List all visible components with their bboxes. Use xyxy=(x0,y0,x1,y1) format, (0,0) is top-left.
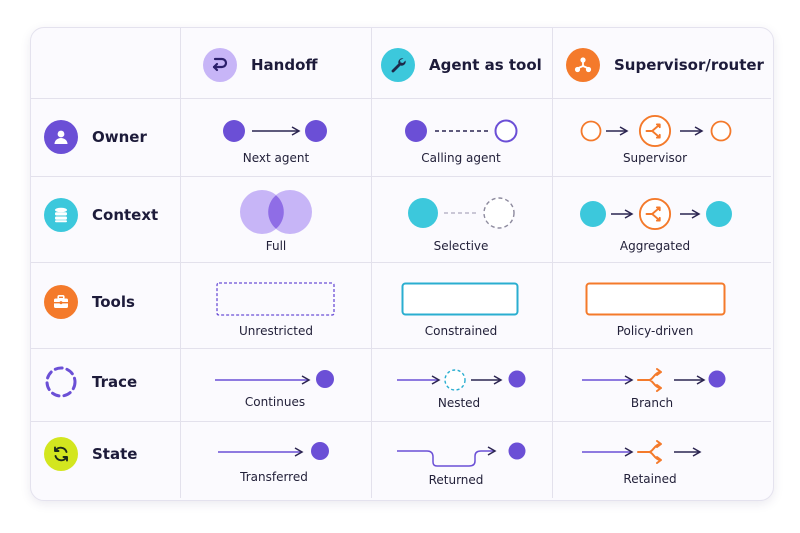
cycle-arrows-icon xyxy=(44,437,78,471)
column-label: Agent as tool xyxy=(429,56,542,74)
context-agent-tool-diagram xyxy=(408,197,515,229)
row-label: Tools xyxy=(92,293,135,311)
grid-divider xyxy=(31,348,771,349)
owner-agent-tool-diagram xyxy=(405,119,518,143)
dashed-circle-icon xyxy=(44,365,78,399)
row-header-trace: Trace xyxy=(44,365,137,399)
toolbox-icon xyxy=(44,285,78,319)
trace-supervisor-caption: Branch xyxy=(630,396,674,410)
grid-divider xyxy=(31,421,771,422)
user-icon xyxy=(44,120,78,154)
context-supervisor-diagram xyxy=(580,197,732,231)
row-label: State xyxy=(92,445,138,463)
grid-divider xyxy=(31,98,771,99)
owner-agent-tool-caption: Calling agent xyxy=(421,151,501,165)
owner-supervisor-diagram xyxy=(580,114,732,148)
row-label: Owner xyxy=(92,128,147,146)
row-header-tools: Tools xyxy=(44,285,135,319)
column-header-agent-as-tool: Agent as tool xyxy=(381,48,542,82)
tools-supervisor-box xyxy=(585,282,726,316)
row-label: Trace xyxy=(92,373,138,391)
state-supervisor-caption: Retained xyxy=(623,472,677,486)
state-supervisor-diagram xyxy=(582,440,702,464)
tools-supervisor-caption: Policy-driven xyxy=(616,324,694,338)
network-icon xyxy=(566,48,600,82)
tools-agent-tool-box xyxy=(401,282,519,316)
context-agent-tool-caption: Selective xyxy=(433,239,489,253)
owner-handoff-diagram xyxy=(223,120,327,142)
wrench-icon xyxy=(381,48,415,82)
state-handoff-caption: Transferred xyxy=(240,470,308,484)
owner-handoff-caption: Next agent xyxy=(242,151,310,165)
return-arrow-icon xyxy=(203,48,237,82)
grid-divider xyxy=(31,176,771,177)
grid-divider xyxy=(371,28,372,498)
trace-agent-tool-caption: Nested xyxy=(437,396,481,410)
trace-agent-tool-diagram xyxy=(397,369,526,391)
row-header-context: Context xyxy=(44,198,158,232)
tools-handoff-caption: Unrestricted xyxy=(239,324,313,338)
database-icon xyxy=(44,198,78,232)
column-label: Handoff xyxy=(251,56,318,74)
grid-divider xyxy=(31,262,771,263)
trace-supervisor-diagram xyxy=(582,368,726,392)
context-supervisor-caption: Aggregated xyxy=(619,239,691,253)
owner-supervisor-caption: Supervisor xyxy=(622,151,688,165)
column-header-supervisor-router: Supervisor/router xyxy=(566,48,764,82)
column-label: Supervisor/router xyxy=(614,56,764,74)
state-agent-tool-caption: Returned xyxy=(428,473,484,487)
column-header-handoff: Handoff xyxy=(203,48,318,82)
context-handoff-caption: Full xyxy=(265,239,287,253)
row-label: Context xyxy=(92,206,159,224)
grid-divider xyxy=(552,28,553,498)
context-handoff-diagram xyxy=(240,190,312,234)
comparison-table-card xyxy=(30,27,774,501)
row-header-state: State xyxy=(44,437,137,471)
tools-agent-tool-caption: Constrained xyxy=(424,324,498,338)
trace-handoff-diagram xyxy=(215,370,334,388)
row-header-owner: Owner xyxy=(44,120,147,154)
state-handoff-diagram xyxy=(218,442,329,460)
state-agent-tool-diagram xyxy=(397,442,526,467)
grid-divider xyxy=(180,28,181,498)
tools-handoff-box xyxy=(216,282,335,316)
trace-handoff-caption: Continues xyxy=(244,395,306,409)
